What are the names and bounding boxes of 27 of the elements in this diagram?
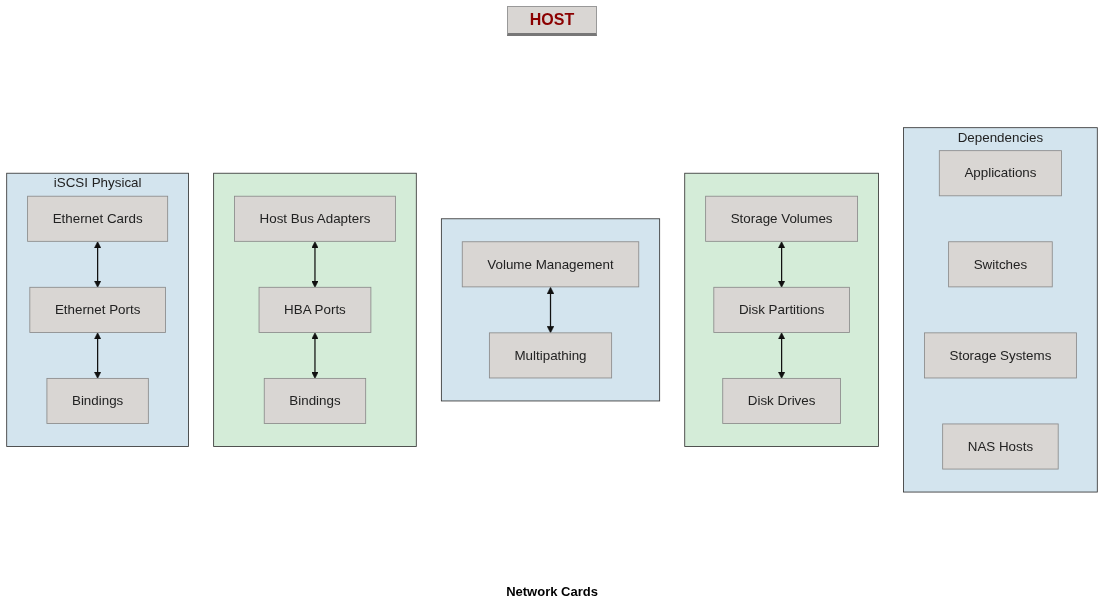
node-box: Volume Management	[461, 241, 640, 288]
node-box: Storage Systems	[924, 332, 1077, 379]
arrow	[777, 332, 786, 379]
arrow	[777, 241, 786, 288]
arrow	[93, 332, 102, 379]
cluster	[684, 172, 879, 448]
node-box: NAS Hosts	[942, 423, 1059, 470]
node-box: Host Bus Adapters	[234, 195, 396, 242]
cluster	[440, 218, 661, 402]
node-box: Disk Drives	[722, 378, 841, 425]
node-box: Storage Volumes	[705, 195, 858, 242]
node-box: Bindings	[263, 378, 367, 425]
caption: Network Cards	[506, 584, 598, 599]
arrow	[311, 332, 319, 379]
node-box: Switches	[948, 241, 1053, 288]
node-box: Ethernet Cards	[27, 195, 169, 242]
host-heading: HOST	[506, 6, 598, 36]
node-box: HBA Ports	[258, 287, 372, 333]
node-box: Ethernet Ports	[29, 287, 166, 333]
arrow	[546, 287, 555, 334]
node-box: Multipathing	[488, 332, 613, 379]
arrow	[93, 241, 102, 288]
node-box: Applications	[938, 150, 1062, 197]
node-box: Bindings	[46, 378, 149, 425]
node-box: Disk Partitions	[713, 287, 850, 333]
arrow	[311, 241, 319, 288]
cluster	[213, 172, 417, 448]
